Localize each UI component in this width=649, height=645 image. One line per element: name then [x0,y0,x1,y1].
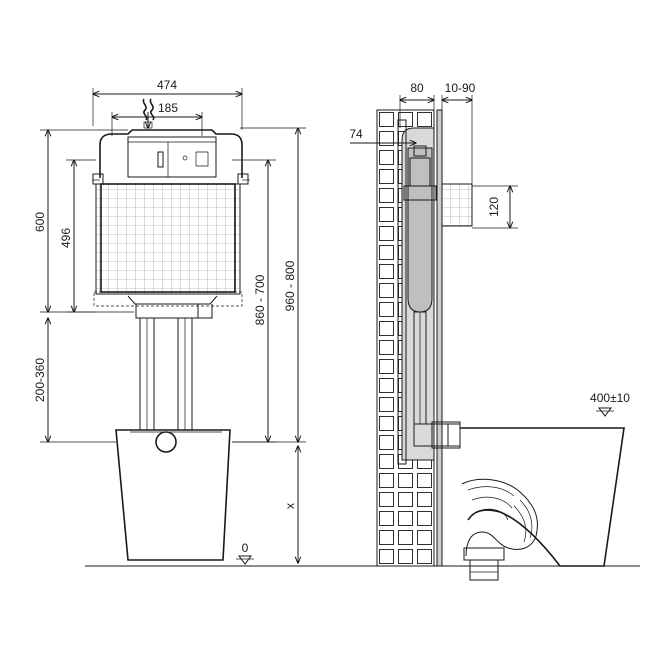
brick [417,549,432,564]
flush-panel [127,136,217,178]
brick [398,492,413,507]
dim-button-width: 185 [158,101,178,115]
brick [379,302,394,317]
brick [379,340,394,355]
brick [379,492,394,507]
brick [379,169,394,184]
brick [398,549,413,564]
side-view: 80 10-90 74 120 400±10 [349,81,630,581]
brick [379,549,394,564]
level-triangle-icon [238,555,252,565]
brick [379,473,394,488]
dim-tank-height: 496 [59,228,73,248]
floor-level-label: 0 [242,541,249,555]
brick [379,321,394,336]
brick [417,530,432,545]
brick [379,112,394,127]
dim-seat-height: 200-360 [33,358,47,402]
front-view: 474 185 600 496 200-360 860 - 700 960 - … [33,78,306,565]
dim-outlet-height: 860 - 700 [253,274,267,325]
dim-total-width: 474 [157,78,177,92]
projection-triangle-icon [598,407,612,417]
brick [379,188,394,203]
brick [398,473,413,488]
brick [379,264,394,279]
brick [379,378,394,393]
brick [417,112,432,127]
brick [379,207,394,222]
side-inlet [441,183,473,227]
side-tank [407,147,433,313]
bowl-trap [461,478,538,557]
toilet-bowl-front [115,429,231,561]
tank-top-housing [99,129,243,178]
toilet-bowl-side [460,427,625,567]
brick [379,150,394,165]
brick [417,511,432,526]
dim-frame-height: 600 [33,212,47,232]
brick [379,226,394,241]
brick [379,131,394,146]
brick [379,283,394,298]
brick [398,530,413,545]
dim-total-height: 960 - 800 [283,260,297,311]
dim-wall-cladding: 10-90 [445,81,476,95]
brick [379,416,394,431]
dim-pipe-offset: 74 [349,127,363,141]
brick [379,245,394,260]
brick [417,492,432,507]
front-valve [157,151,164,168]
brick [398,511,413,526]
wall-cladding [436,109,443,567]
dim-frame-depth: 80 [410,81,424,95]
brick [379,530,394,545]
dim-bowl-projection: 400±10 [590,391,630,405]
brick [379,454,394,469]
brick [379,359,394,374]
brick [379,397,394,412]
dim-floor-offset: x [283,503,297,509]
brick [379,511,394,526]
brick [417,473,432,488]
outlet-circle [155,431,177,453]
floor-connector [463,547,505,561]
tank-mesh [95,183,241,295]
brick [379,435,394,450]
dim-inlet-height: 120 [487,197,501,217]
